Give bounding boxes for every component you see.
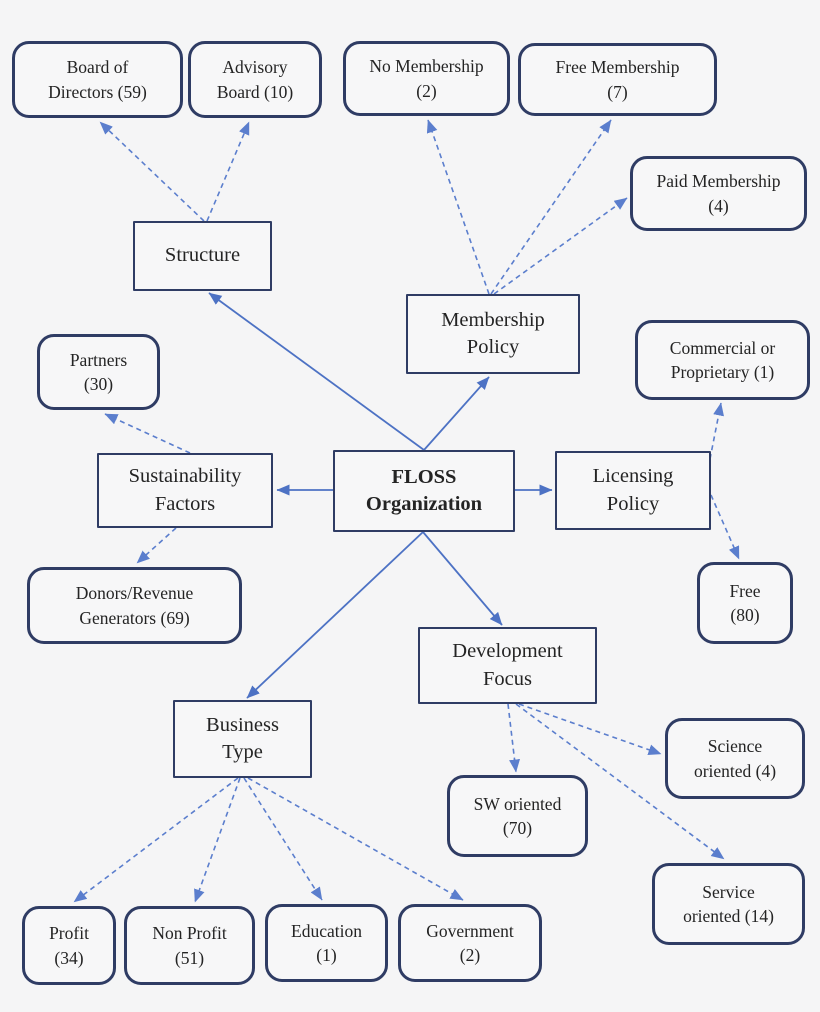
node-label: Education (1) [291, 920, 362, 965]
edge-membership-to-no-membership [426, 119, 490, 295]
node-licensing-policy: Licensing Policy [555, 451, 711, 530]
node-science-oriented: Science oriented (4) [665, 718, 805, 799]
node-structure: Structure [133, 221, 272, 291]
edge-membership-to-paid-membership [493, 197, 628, 295]
node-profit: Profit (34) [22, 906, 116, 985]
node-label: Sustainability Factors [128, 465, 242, 515]
edge-sustainability-to-partners [104, 413, 191, 454]
node-label: Advisory Board (10) [216, 57, 294, 102]
node-floss-organization: FLOSS Organization [333, 450, 515, 532]
node-label: Donors/Revenue Generators (69) [75, 583, 194, 628]
node-partners: Partners (30) [37, 334, 160, 410]
node-label: Paid Membership (4) [656, 171, 781, 216]
node-label: Science oriented (4) [693, 736, 777, 781]
edge-business-to-education [243, 777, 323, 901]
node-paid-membership: Paid Membership (4) [630, 156, 807, 231]
node-commercial-or-proprietary: Commercial or Proprietary (1) [635, 320, 810, 400]
edge-floss-to-development-focus [422, 531, 503, 626]
node-free: Free (80) [697, 562, 793, 644]
edge-business-to-government [247, 777, 464, 901]
node-label: Licensing Policy [592, 465, 674, 515]
node-label: Government (2) [426, 920, 514, 965]
node-label: Commercial or Proprietary (1) [669, 337, 776, 382]
node-free-membership: Free Membership (7) [518, 43, 717, 116]
edge-structure-to-board-of-directors [99, 121, 205, 222]
node-label: Development Focus [452, 640, 563, 690]
node-label: Partners (30) [69, 349, 128, 394]
node-non-profit: Non Profit (51) [124, 906, 255, 985]
edge-structure-to-advisory-board [206, 121, 250, 222]
node-label: Structure [164, 244, 241, 267]
node-sw-oriented: SW oriented (70) [447, 775, 588, 857]
node-no-membership: No Membership (2) [343, 41, 510, 116]
node-government: Government (2) [398, 904, 542, 982]
node-business-type: Business Type [173, 700, 312, 778]
node-education: Education (1) [265, 904, 388, 982]
node-development-focus: Development Focus [418, 627, 597, 704]
node-advisory-board: Advisory Board (10) [188, 41, 322, 118]
edge-sustainability-to-donors [136, 527, 177, 564]
node-service-oriented: Service oriented (14) [652, 863, 805, 945]
edge-floss-to-business-type [246, 531, 424, 699]
node-label: No Membership (2) [369, 56, 484, 101]
node-board-of-directors: Board of Directors (59) [12, 41, 183, 118]
edge-development-to-service-oriented [515, 703, 725, 860]
node-label: Free Membership (7) [555, 57, 680, 102]
edge-floss-to-membership-policy [423, 376, 490, 451]
node-label: Membership Policy [441, 308, 545, 358]
node-label: Profit (34) [49, 923, 89, 968]
edge-membership-to-free-membership [490, 119, 612, 295]
node-label: FLOSS Organization [365, 465, 483, 515]
edge-licensing-to-commercial [709, 402, 724, 460]
node-label: Service oriented (14) [683, 881, 774, 926]
edge-development-to-sw-oriented [507, 703, 521, 773]
edge-business-to-profit [73, 777, 239, 903]
node-label: Free (80) [729, 580, 761, 625]
node-label: Board of Directors (59) [48, 57, 147, 102]
edge-floss-to-structure [208, 292, 425, 451]
node-sustainability-factors: Sustainability Factors [97, 453, 273, 528]
node-label: Business Type [206, 713, 279, 763]
edge-development-to-science-oriented [518, 703, 662, 756]
node-membership-policy: Membership Policy [406, 294, 580, 374]
node-label: Non Profit (51) [152, 923, 227, 968]
edge-business-to-non-profit [194, 777, 241, 903]
edge-licensing-to-free [710, 494, 740, 560]
node-label: SW oriented (70) [473, 793, 562, 838]
node-donors-revenue-generators: Donors/Revenue Generators (69) [27, 567, 242, 644]
